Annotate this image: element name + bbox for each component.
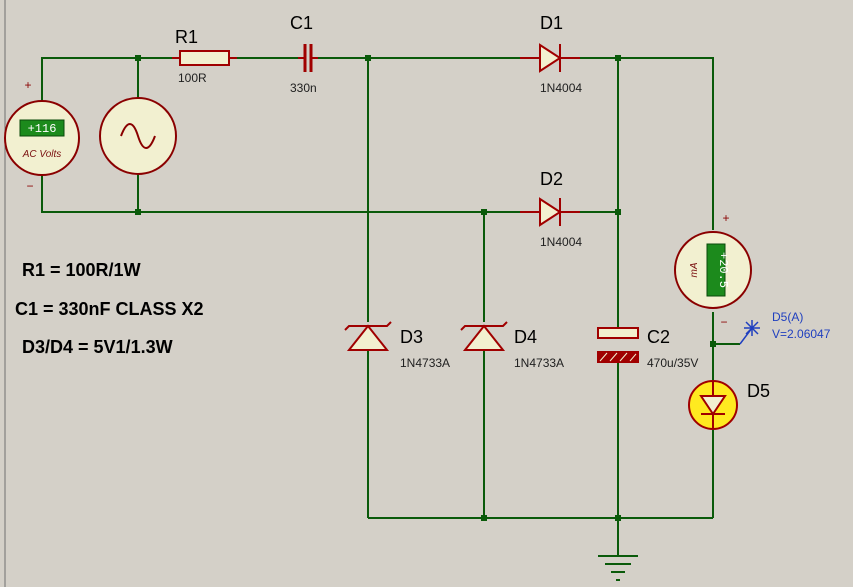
diode-d1[interactable]: D1 1N4004 bbox=[520, 13, 582, 95]
c2-value: 470u/35V bbox=[647, 356, 698, 370]
zener-triangle-icon bbox=[346, 324, 390, 351]
ac-voltmeter[interactable]: +116 AC Volts + − bbox=[4, 78, 80, 193]
junction-dot bbox=[615, 209, 621, 215]
wire-mid-rail bbox=[41, 168, 520, 213]
wire-d1-right bbox=[580, 57, 714, 230]
junction-dot bbox=[710, 341, 716, 347]
r1-ref: R1 bbox=[175, 27, 198, 47]
junction-dot bbox=[135, 55, 141, 61]
ammeter-minus: − bbox=[720, 315, 727, 329]
voltmeter-plus: + bbox=[24, 78, 31, 92]
zener-d4[interactable]: D4 1N4733A bbox=[460, 321, 564, 370]
ground-symbol bbox=[598, 555, 638, 581]
c2-positive-plate bbox=[597, 327, 639, 339]
diode-triangle-icon bbox=[539, 197, 562, 227]
d5-ref: D5 bbox=[747, 381, 770, 401]
diode-d2[interactable]: D2 1N4004 bbox=[520, 169, 582, 249]
hatch-line bbox=[629, 353, 637, 362]
ammeter-plus: + bbox=[722, 211, 729, 225]
d4-value: 1N4733A bbox=[514, 356, 564, 370]
c1-value: 330n bbox=[290, 81, 317, 95]
junction-dot bbox=[365, 55, 371, 61]
junction-dot bbox=[481, 209, 487, 215]
voltmeter-minus: − bbox=[26, 179, 33, 193]
r1-value: 100R bbox=[178, 71, 207, 85]
junction-dot bbox=[615, 515, 621, 521]
ammeter-unit: mA bbox=[689, 262, 700, 277]
note-line-1: R1 = 100R/1W bbox=[22, 260, 141, 280]
junction-dot bbox=[481, 515, 487, 521]
d1-value: 1N4004 bbox=[540, 81, 582, 95]
ammeter-reading: +20.5 bbox=[716, 252, 730, 288]
d4-ref: D4 bbox=[514, 327, 537, 347]
resistor-r1[interactable]: R1 100R bbox=[172, 27, 237, 85]
note-line-3: D3/D4 = 5V1/1.3W bbox=[22, 337, 173, 357]
voltmeter-reading: +116 bbox=[28, 122, 57, 136]
hatch-line bbox=[609, 352, 618, 362]
zener-bar bbox=[344, 321, 392, 331]
capacitor-c2[interactable]: C2 470u/35V bbox=[597, 327, 698, 370]
c2-ref: C2 bbox=[647, 327, 670, 347]
ammeter-display bbox=[706, 243, 726, 297]
diode-triangle-icon bbox=[539, 43, 562, 73]
junction-dot bbox=[135, 209, 141, 215]
capacitor-c1[interactable]: C1 330n bbox=[290, 13, 318, 95]
voltage-probe[interactable]: D5(A) V=2.06047 bbox=[739, 310, 831, 345]
junction-dot bbox=[615, 55, 621, 61]
d3-value: 1N4733A bbox=[400, 356, 450, 370]
component-notes: R1 = 100R/1W C1 = 330nF CLASS X2 D3/D4 =… bbox=[15, 260, 204, 357]
led-d5[interactable]: D5 bbox=[688, 380, 770, 430]
zener-triangle-icon bbox=[462, 324, 506, 351]
hatch-line bbox=[599, 352, 608, 362]
d1-ref: D1 bbox=[540, 13, 563, 33]
hatch-line bbox=[619, 352, 628, 362]
c1-ref: C1 bbox=[290, 13, 313, 33]
probe-icon bbox=[745, 321, 759, 335]
wire-top-left bbox=[41, 57, 172, 108]
d2-value: 1N4004 bbox=[540, 235, 582, 249]
d3-ref: D3 bbox=[400, 327, 423, 347]
wires bbox=[41, 57, 740, 556]
probe-label: D5(A) bbox=[772, 310, 803, 324]
ac-source[interactable] bbox=[99, 97, 177, 175]
d2-ref: D2 bbox=[540, 169, 563, 189]
probe-reading: V=2.06047 bbox=[772, 327, 831, 341]
voltmeter-display bbox=[19, 119, 65, 137]
resistor-body bbox=[179, 50, 230, 66]
zener-d3[interactable]: D3 1N4733A bbox=[344, 321, 450, 370]
zener-bar bbox=[460, 321, 508, 331]
junctions bbox=[135, 55, 716, 521]
note-line-2: C1 = 330nF CLASS X2 bbox=[15, 299, 204, 319]
voltmeter-body bbox=[4, 100, 80, 176]
sine-wave-icon bbox=[120, 123, 156, 149]
dc-ammeter[interactable]: +20.5 mA + − bbox=[674, 211, 752, 329]
c2-negative-plate bbox=[597, 351, 639, 363]
voltmeter-unit: AC Volts bbox=[22, 149, 62, 160]
